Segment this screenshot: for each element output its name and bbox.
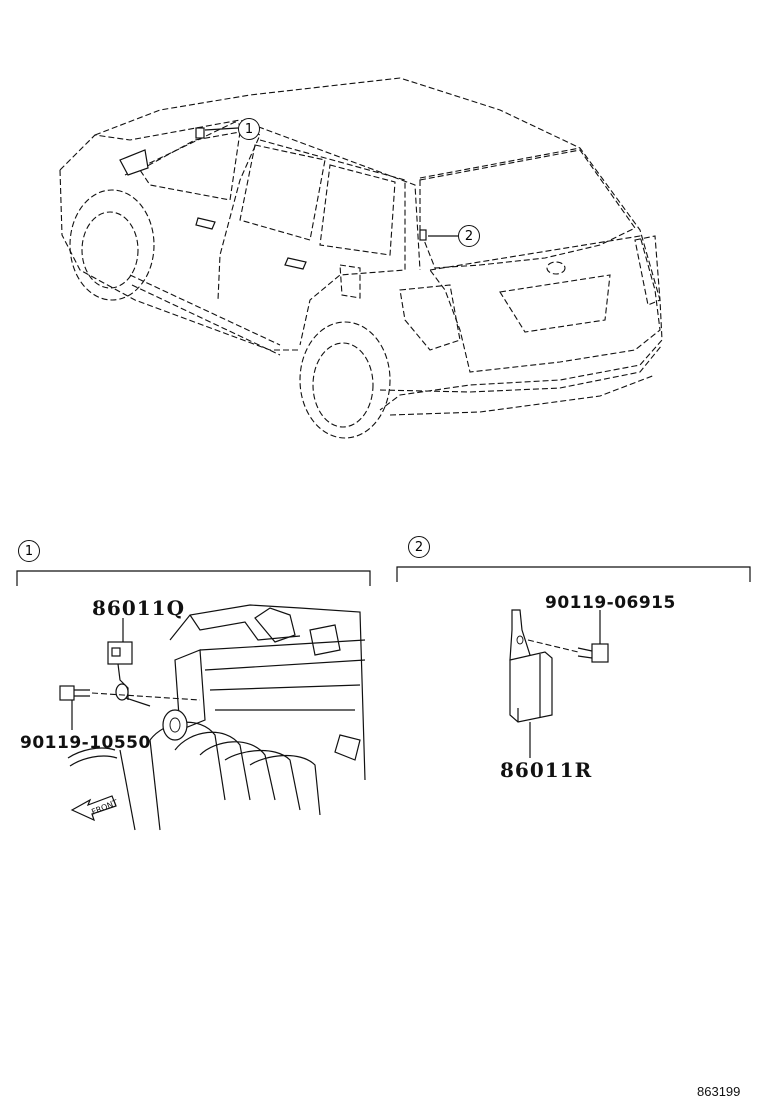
section-1-marker: 1 — [18, 540, 40, 562]
vehicle-illustration — [59, 77, 663, 439]
callout-2[interactable]: 2 — [458, 225, 480, 247]
part-label-90119-10550[interactable]: 90119-10550 — [20, 733, 151, 753]
section-2-bracket — [396, 566, 751, 582]
part-label-86011q[interactable]: 86011Q — [92, 596, 186, 620]
callout-1[interactable]: 1 — [238, 118, 260, 140]
section-1-bracket — [16, 570, 371, 586]
engine-illustration — [59, 604, 366, 831]
part-label-86011r[interactable]: 86011R — [500, 758, 593, 782]
diagram-id: 863199 — [697, 1084, 741, 1099]
sensor-illustration — [509, 609, 609, 758]
part-label-90119-06915[interactable]: 90119-06915 — [545, 593, 676, 613]
section-2-marker: 2 — [408, 536, 430, 558]
